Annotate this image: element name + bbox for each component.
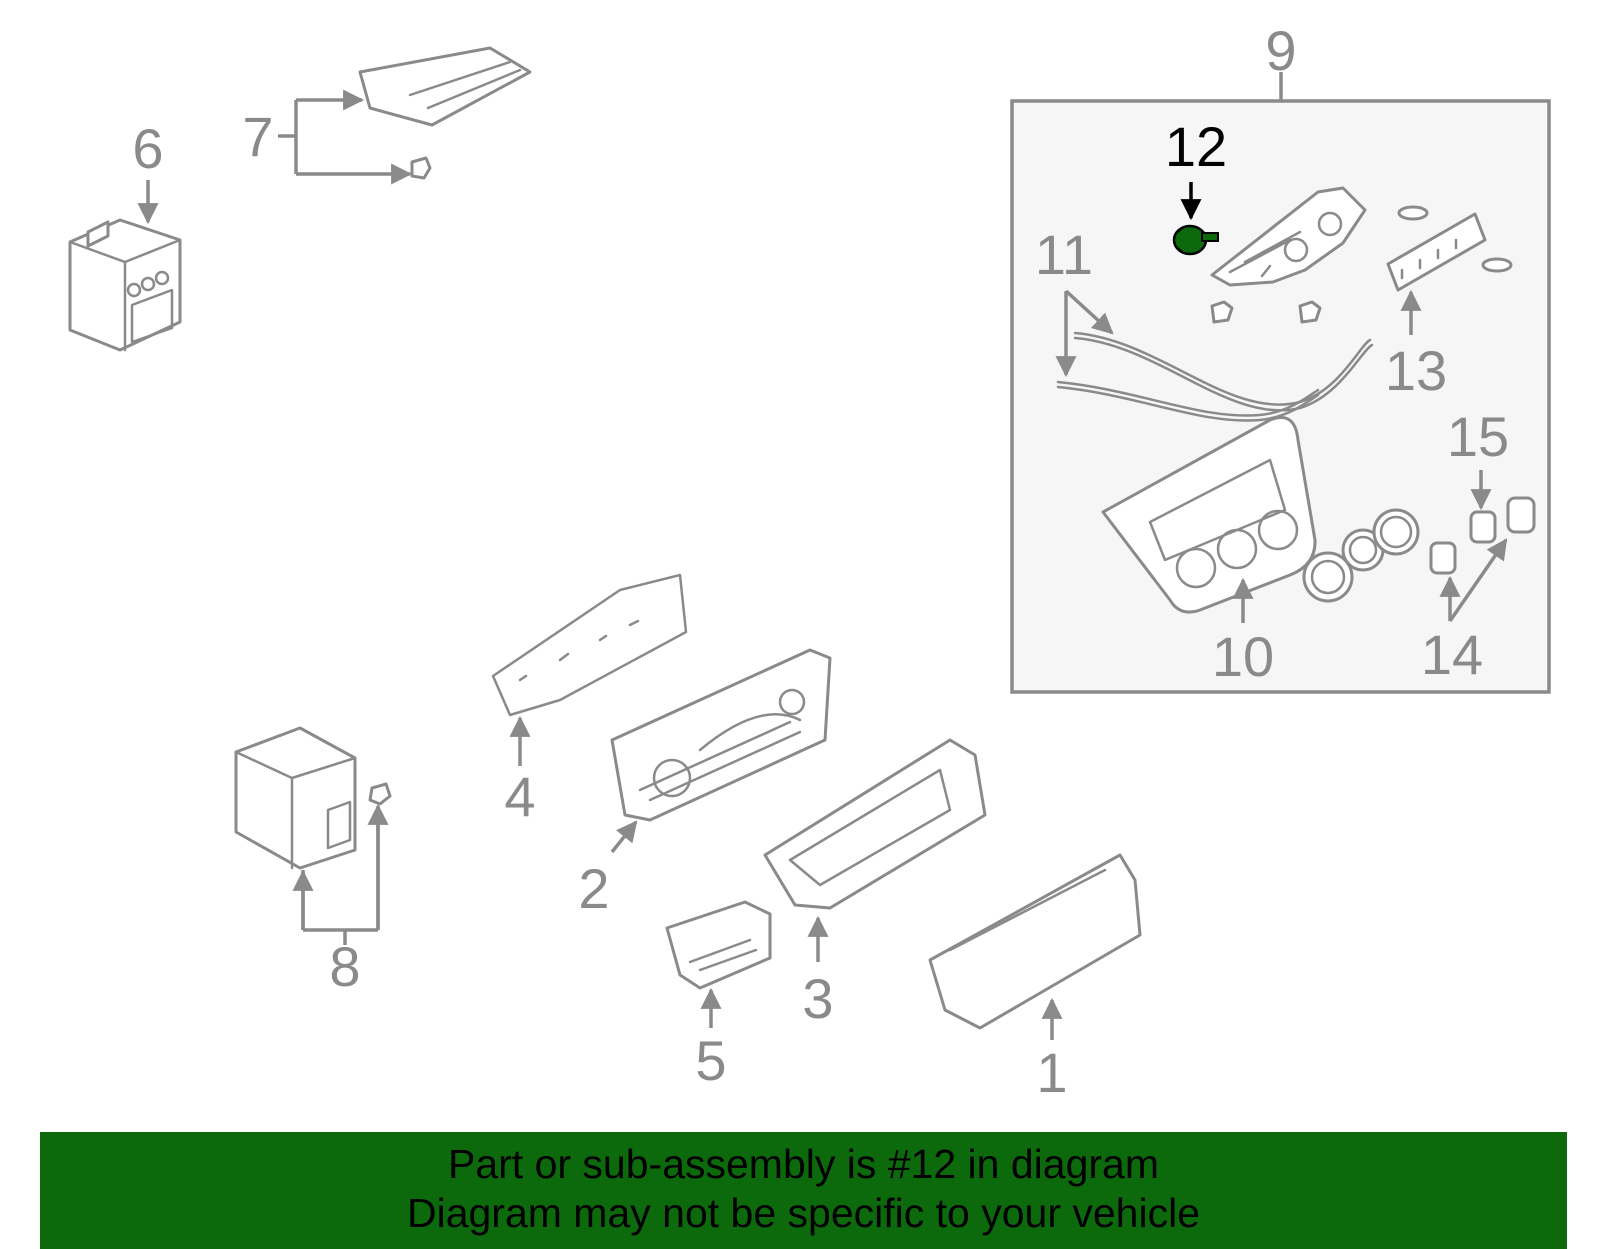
part-7-switch: [278, 46, 532, 185]
part-10-bezel: [1101, 416, 1317, 623]
part-12-knob[interactable]: [1172, 182, 1219, 256]
part-6-module: [68, 180, 182, 352]
info-banner: Part or sub-assembly is #12 in diagram D…: [40, 1132, 1567, 1249]
callout-11: 11: [1035, 223, 1093, 286]
banner-line-1: Part or sub-assembly is #12 in diagram: [448, 1141, 1159, 1187]
part-2-cluster: [610, 648, 832, 854]
callout-4: 4: [504, 765, 535, 828]
clips: [1210, 300, 1322, 324]
callout-1: 1: [1036, 1041, 1067, 1104]
part-8-switch: [234, 726, 392, 945]
callout-12[interactable]: 12: [1165, 115, 1227, 178]
part-4-circuit: [491, 573, 688, 766]
callout-14: 14: [1421, 623, 1483, 686]
callout-9: 9: [1265, 19, 1296, 82]
control-rings: [1302, 508, 1420, 603]
callout-15: 15: [1447, 405, 1509, 468]
part-1-lens: [928, 853, 1142, 1040]
callout-6: 6: [132, 117, 163, 180]
part-5-switch: [665, 900, 772, 1028]
callout-8: 8: [329, 935, 360, 998]
callout-13: 13: [1385, 339, 1447, 402]
part-14-15-knobs: [1429, 470, 1536, 622]
callout-2: 2: [578, 857, 609, 920]
subassembly-box-9: [1010, 72, 1551, 694]
part-3-housing: [763, 738, 987, 962]
part-11-cables: [1055, 289, 1374, 422]
callout-10: 10: [1212, 625, 1274, 688]
callout-5: 5: [695, 1029, 726, 1092]
banner-line-2: Diagram may not be specific to your vehi…: [406, 1190, 1200, 1236]
heater-control-unit: [1210, 186, 1367, 287]
part-13-panel: [1386, 205, 1513, 335]
callout-3: 3: [802, 967, 833, 1030]
callout-7: 7: [242, 105, 273, 168]
